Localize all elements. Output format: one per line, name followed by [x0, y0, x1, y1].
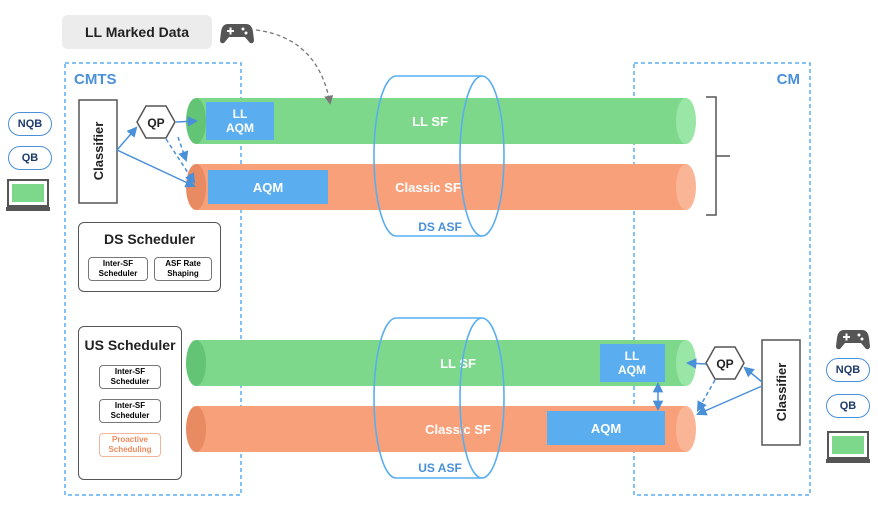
us-ll-aqm-box — [600, 344, 665, 382]
ds-ll-sf-label: LL SF — [412, 114, 448, 129]
game-controller-icon — [220, 24, 254, 44]
cm-arrows — [652, 358, 763, 416]
ds-ll-aqm-line1: LL — [233, 107, 248, 121]
laptop-icon-left — [6, 179, 50, 211]
ds-scheduler-box: DS Scheduler Inter-SF Scheduler ASF Rate… — [78, 222, 221, 292]
ds-asf-ring — [373, 75, 505, 237]
ll-marked-data-arrow — [255, 29, 334, 105]
ds-aqm-box — [208, 170, 328, 204]
cmts-classifier-label: Classifier — [91, 122, 106, 181]
us-ll-aqm-line2: AQM — [618, 363, 646, 377]
us-proactive-scheduling: Proactive Scheduling — [99, 433, 161, 457]
ds-ll-sf-tube — [186, 98, 696, 144]
cm-label: CM — [777, 71, 800, 88]
cmts-classifier-box — [78, 99, 118, 204]
us-asf-ring — [373, 317, 505, 479]
cmts-region — [64, 62, 242, 496]
cm-region — [633, 62, 811, 496]
us-ll-aqm-line1: LL — [625, 349, 640, 363]
us-scheduler-title: US Scheduler — [84, 337, 176, 353]
us-inter-sf-scheduler-1: Inter-SF Scheduler — [99, 365, 161, 389]
cm-qp-label: QP — [716, 357, 733, 371]
ds-inter-sf-scheduler: Inter-SF Scheduler — [88, 257, 148, 281]
cmts-qp-hexagon — [136, 105, 176, 139]
us-classic-sf-label: Classic SF — [425, 422, 491, 437]
us-scheduler-box: US Scheduler Inter-SF Scheduler Inter-SF… — [78, 326, 182, 480]
left-nqb-pill: NQB — [8, 112, 52, 136]
ds-ll-aqm-line2: AQM — [226, 121, 254, 135]
cmts-label: CMTS — [74, 71, 117, 88]
right-nqb-pill: NQB — [826, 358, 870, 382]
ds-classic-sf-label: Classic SF — [395, 180, 461, 195]
ds-scheduler-title: DS Scheduler — [103, 231, 196, 247]
cmts-qp-label: QP — [147, 116, 164, 130]
ds-asf-rate-shaping: ASF Rate Shaping — [154, 257, 212, 281]
us-aqm-label: AQM — [591, 421, 621, 436]
ds-aqm-label: AQM — [253, 180, 283, 195]
game-controller-icon-right — [836, 330, 870, 350]
ds-bracket — [706, 96, 730, 216]
cm-classifier-label: Classifier — [774, 363, 789, 422]
ds-ll-aqm-box — [206, 102, 274, 140]
us-inter-sf-scheduler-2: Inter-SF Scheduler — [99, 399, 161, 423]
right-qb-pill: QB — [826, 394, 870, 418]
left-qb-pill: QB — [8, 146, 52, 170]
cm-classifier-box — [761, 339, 801, 446]
cmts-arrows — [116, 116, 199, 188]
us-aqm-box — [547, 411, 665, 445]
cm-qp-hexagon — [705, 346, 745, 380]
us-asf-label: US ASF — [418, 461, 462, 475]
laptop-icon-right — [826, 431, 870, 463]
ll-marked-data-box: LL Marked Data — [62, 15, 212, 49]
ds-asf-label: DS ASF — [418, 220, 462, 234]
us-ll-sf-label: LL SF — [440, 356, 476, 371]
